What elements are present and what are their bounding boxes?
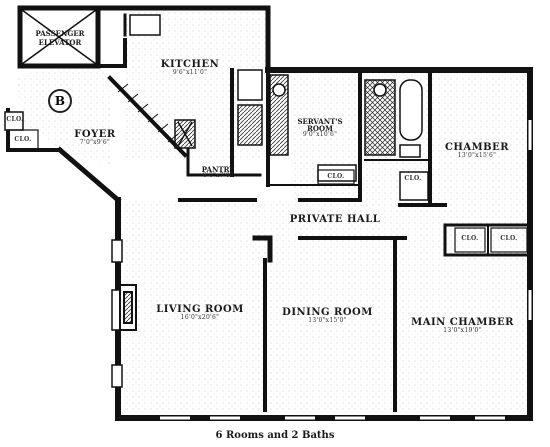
interior-walls (96, 13, 532, 412)
closet-label: CLO. (404, 175, 422, 182)
dining-room-dims: 13'0"x15'0" (308, 317, 347, 324)
bottom-windows (160, 120, 532, 420)
main-chamber-dims: 13'0"x19'0" (443, 327, 482, 334)
living-room-dims: 16'0"x20'6" (180, 314, 220, 321)
closet-label: CLO. (461, 235, 479, 242)
kitchen-label: KITCHEN 9'6"x11'0" (150, 60, 230, 76)
dining-room-label: DINING ROOM 13'0"x15'0" (275, 308, 380, 324)
main-chamber-label: MAIN CHAMBER 13'0"x19'0" (400, 318, 525, 334)
kitchen-fixtures (129, 14, 263, 149)
elevator-cross (21, 9, 97, 65)
kitchen-name: KITCHEN (160, 59, 220, 70)
servants-room-dims: 9'0"x10'6" (302, 131, 338, 138)
living-room-name: LIVING ROOM (156, 304, 244, 315)
closet-label: CLO. (14, 136, 32, 143)
plan-letter-badge: B (48, 89, 72, 113)
pantry-name: PANTRY (201, 165, 235, 174)
chamber-name: CHAMBER (444, 142, 510, 153)
living-room-label: LIVING ROOM 16'0"x20'6" (150, 305, 250, 321)
elevator-shaft (17, 5, 101, 69)
servant-bath (269, 74, 357, 182)
fireplace (119, 284, 137, 331)
foyer-closet (7, 129, 528, 253)
closet-label: CLO. (6, 116, 24, 123)
dining-room-name: DINING ROOM (282, 307, 373, 318)
foyer-name: FOYER (74, 129, 116, 140)
elevator-name: PASSENGER ELEVATOR (35, 29, 85, 48)
main-bath (4, 79, 429, 201)
main-chamber-name: MAIN CHAMBER (411, 317, 514, 328)
closet-label: CLO. (500, 235, 518, 242)
foyer-label: FOYER 7'0"x9'6" (60, 130, 130, 146)
kitchen-dims: 9'6"x11'0" (172, 69, 208, 76)
private-hall-label: PRIVATE HALL (289, 214, 381, 225)
chamber-dims: 13'0"x15'6" (457, 152, 497, 159)
foyer-dims: 7'0"x9'6" (79, 139, 111, 146)
pantry-label: PANTRY 8'0"x7'0" (188, 166, 248, 179)
servants-room-label: SERVANT'S ROOM 9'0"x10'6" (290, 118, 350, 138)
closet-label: CLO. (327, 173, 345, 180)
pantry-dims: 8'0"x7'0" (202, 172, 234, 179)
plan-caption: 6 Rooms and 2 Baths (215, 430, 335, 441)
service-stair (117, 83, 179, 143)
chamber-label: CHAMBER 13'0"x15'6" (432, 143, 522, 159)
servants-room-name: SERVANT'S ROOM (297, 117, 343, 133)
elevator-label: PASSENGER ELEVATOR (24, 29, 96, 47)
